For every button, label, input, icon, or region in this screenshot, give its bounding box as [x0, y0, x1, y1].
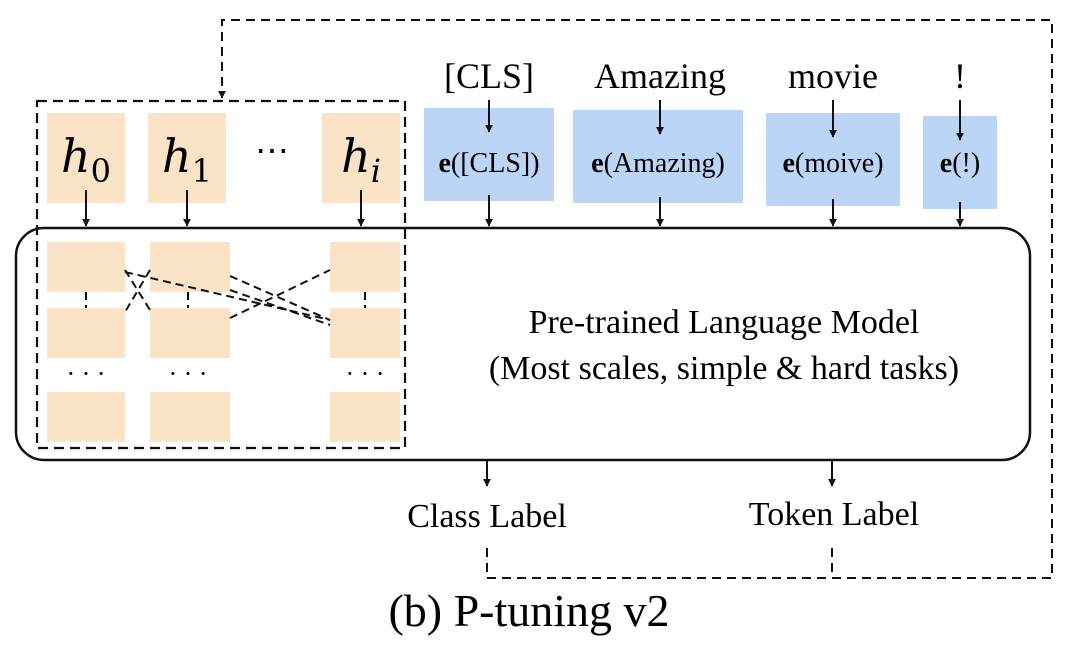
layer-block-c2-r2 [330, 392, 400, 442]
output-labels: Class Label Token Label [407, 496, 919, 535]
output-arrows [483, 460, 836, 487]
prompt-h1-base: h [162, 129, 192, 183]
layer-block-c2-r1 [330, 308, 400, 358]
output-class-label: Class Label [407, 498, 567, 535]
input-words: [CLS] Amazing movie ! [444, 56, 966, 96]
output-token-label: Token Label [749, 496, 919, 533]
prompt-h0-base: h [61, 129, 91, 183]
model-title: Pre-trained Language Model [529, 304, 920, 341]
embedding-amazing-rest: (Amazing) [604, 148, 725, 179]
input-word-amazing: Amazing [594, 56, 726, 96]
embedding-cls-rest: ([CLS]) [451, 148, 540, 179]
input-word-excl: ! [954, 56, 966, 96]
figure-caption: (b) P-tuning v2 [388, 585, 669, 636]
embedding-cls-bold: e [438, 148, 450, 179]
prompt-label-h0: h0 [61, 129, 111, 190]
prompt-label-h1: h1 [162, 129, 212, 190]
layer-block-c1-r0 [150, 242, 230, 292]
feedback-loop [218, 19, 1053, 579]
prompt-blocks: h0 h1 ⋯ hi [47, 113, 400, 203]
embedding-movie-bold: e [782, 148, 794, 179]
layer-ellipsis-c0: · · · [67, 359, 106, 388]
embedding-excl-bold: e [940, 148, 952, 179]
conn-c1-c0-down [124, 269, 151, 313]
layer-ellipsis-c2: · · · [346, 359, 385, 388]
layer-ellipses: · · · · · · · · · [67, 359, 385, 388]
prompt-block-h0 [47, 113, 125, 203]
prompt-block-h1 [148, 113, 226, 203]
block-to-model-arrows [82, 190, 964, 227]
embedding-block-amazing [573, 110, 743, 203]
model-text: Pre-trained Language Model (Most scales,… [489, 304, 959, 387]
prompt-label-hi: hi [341, 129, 381, 190]
layer-block-c1-r2 [150, 392, 230, 442]
conn-c1-c2-a [229, 275, 331, 321]
input-word-movie: movie [788, 56, 878, 96]
conn-c1-c2-c [229, 289, 331, 326]
layer-block-c0-r2 [47, 392, 125, 442]
prompt-h1-sub: 1 [192, 152, 212, 190]
layer-block-c1-r1 [150, 308, 230, 358]
layer-ellipsis-c1: · · · [169, 359, 208, 388]
prompt-hi-sub: i [371, 152, 381, 190]
layer-connections [85, 269, 366, 326]
layer-block-c0-r1 [47, 308, 125, 358]
model-subtitle: (Most scales, simple & hard tasks) [489, 350, 959, 387]
input-word-cls: [CLS] [444, 56, 534, 96]
layer-block-c2-r0 [330, 242, 400, 292]
prompt-ellipsis: ⋯ [255, 133, 289, 170]
layer-block-c0-r0 [47, 242, 125, 292]
embedding-movie-rest: (moive) [795, 148, 884, 179]
embedding-label-movie: e(moive) [782, 148, 883, 179]
embedding-label-amazing: e(Amazing) [591, 148, 725, 179]
prompt-block-hi [322, 113, 400, 203]
layer-blocks [47, 242, 400, 442]
embedding-amazing-bold: e [591, 148, 603, 179]
word-to-embedding-arrows [485, 100, 964, 141]
prompt-hi-base: h [341, 129, 371, 183]
prompt-h0-sub: 0 [91, 152, 111, 190]
conn-c1-c2-b [229, 269, 331, 319]
embedding-label-excl: e(!) [940, 148, 980, 179]
embedding-label-cls: e([CLS]) [438, 148, 539, 179]
feedback-bottom-line [218, 19, 1053, 579]
embedding-excl-rest: (!) [952, 148, 980, 179]
language-model-box [14, 226, 1032, 462]
embedding-blocks: e([CLS]) e(Amazing) e(moive) e(!) [424, 108, 997, 209]
prompt-region-outline [35, 99, 407, 450]
conn-c0-c1-down [124, 269, 151, 311]
